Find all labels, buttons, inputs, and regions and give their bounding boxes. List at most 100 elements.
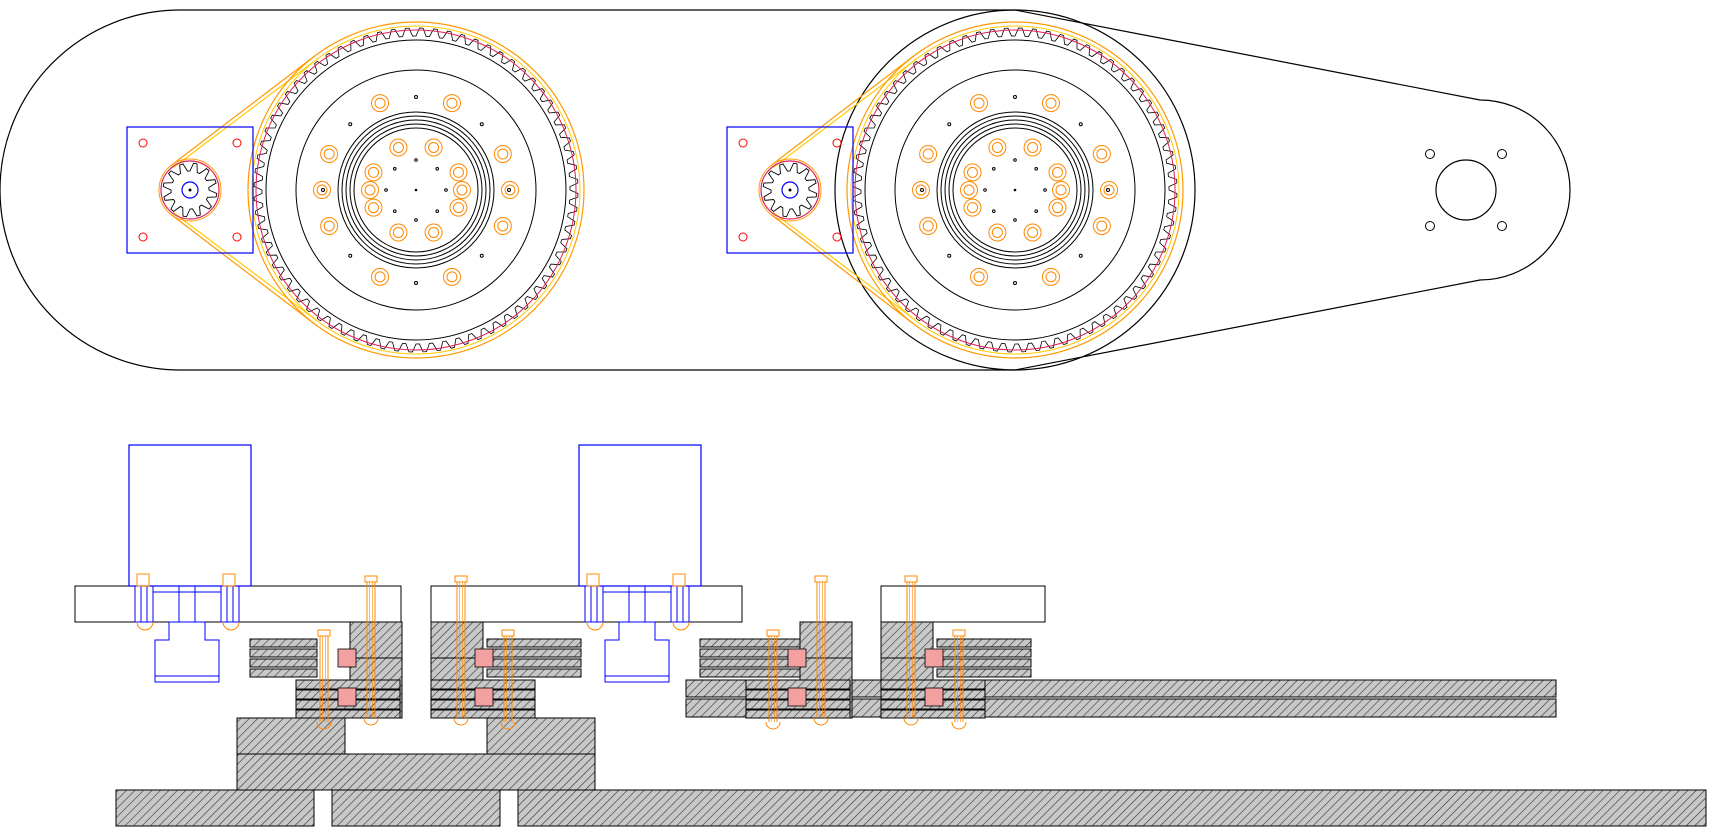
- dowel-hole: [1106, 188, 1110, 192]
- bearing-section: [924, 687, 944, 707]
- bolt-head: [814, 575, 828, 583]
- inner-bolt-hole: [991, 142, 1003, 154]
- pulley-plate: [936, 658, 1032, 668]
- motor-pulley-rim: [760, 160, 820, 220]
- dowel-hole: [414, 95, 418, 99]
- hub-bolt-hole: [497, 220, 509, 232]
- inner-bolt: [988, 223, 1007, 242]
- motor-pulley-side: [154, 621, 220, 683]
- hub-bolt: [442, 94, 461, 113]
- dowel-hole: [947, 122, 952, 127]
- dowel-hole: [479, 122, 484, 127]
- bearing-section: [474, 648, 494, 668]
- output-arm-outline: [1014, 9, 1571, 371]
- inner-bolt-hole: [428, 226, 440, 238]
- hub-bolt-hole: [504, 184, 516, 196]
- bolt-head: [766, 629, 780, 637]
- hub-bolt: [919, 145, 938, 164]
- bolt-nut: [951, 721, 967, 730]
- stage1-top-view: [126, 21, 585, 359]
- inner-bolt-hole: [1051, 166, 1063, 178]
- hub-bolt: [493, 145, 512, 164]
- hub-bolt-hole: [1045, 97, 1057, 109]
- small-hole: [991, 209, 996, 214]
- inner-bolt: [364, 198, 383, 217]
- small-hole: [1034, 209, 1039, 214]
- bearing-section: [787, 687, 807, 707]
- hub-bolt: [371, 94, 390, 113]
- motor-shaft-center: [788, 188, 792, 192]
- belt-span: [772, 211, 917, 322]
- pulley-plate: [249, 638, 318, 648]
- belt-outer: [247, 21, 585, 359]
- motor-shaft: [181, 181, 199, 199]
- motor-belt: [758, 158, 822, 222]
- bolt-head: [501, 629, 515, 637]
- small-hole: [392, 166, 397, 171]
- hub-bolt-hole: [446, 97, 458, 109]
- motor-screw-hole: [138, 138, 148, 148]
- side-stacks: [134, 573, 1032, 730]
- belt-span: [170, 55, 315, 166]
- dowel-hole: [479, 253, 484, 258]
- hub-bolt: [1092, 216, 1111, 235]
- hub-bolt-hole: [374, 271, 386, 283]
- hub-bolt-hole: [973, 271, 985, 283]
- pulley-plate: [936, 648, 1032, 658]
- inner-bolt: [361, 181, 379, 199]
- screw-nut: [672, 621, 690, 631]
- motor-mount-plate: [74, 585, 402, 623]
- inner-bolt: [963, 163, 982, 182]
- bearing-ring: [345, 119, 487, 261]
- screw-nut: [222, 621, 240, 631]
- hub-bolt: [919, 216, 938, 235]
- inner-bolt: [449, 163, 468, 182]
- center-point: [414, 188, 418, 192]
- bolt-nut: [453, 717, 469, 726]
- bearing-ring: [940, 115, 1090, 265]
- dowel-hole: [1013, 281, 1017, 285]
- hub-bolt: [493, 216, 512, 235]
- bearing-ring: [349, 123, 483, 257]
- inner-bolt-hole: [1027, 142, 1039, 154]
- base-plate: [115, 789, 315, 827]
- pulley-plate: [249, 648, 318, 658]
- small-hole: [384, 188, 388, 192]
- hub-bolt-hole: [922, 148, 934, 160]
- belt-outer: [846, 21, 1184, 359]
- pulley-plate: [936, 638, 1032, 648]
- belt-span: [770, 214, 914, 324]
- motor-screw-hole: [832, 138, 842, 148]
- belt-span: [770, 56, 914, 166]
- small-hole: [1013, 218, 1017, 222]
- motor-flange: [126, 126, 254, 254]
- large-pulley-rim: [854, 29, 1176, 351]
- bolt-nut: [316, 721, 332, 730]
- hub-plate: [880, 709, 986, 719]
- bearing-ring: [936, 111, 1094, 269]
- bearing-section: [337, 648, 357, 668]
- inner-bolt: [1048, 198, 1067, 217]
- motor-screw-hole: [738, 138, 748, 148]
- inner-bolt-hole: [428, 142, 440, 154]
- inner-bolt-hole: [967, 166, 979, 178]
- dowel-hole: [414, 281, 418, 285]
- inner-bolt: [963, 198, 982, 217]
- motor-shaft: [781, 181, 799, 199]
- pulley-plate: [249, 658, 318, 668]
- inner-bolt-hole: [456, 184, 468, 196]
- hub-bolt-hole: [1103, 184, 1115, 196]
- hub-bolt: [1100, 181, 1118, 199]
- belt-inner: [251, 25, 581, 355]
- motor-body: [578, 444, 702, 587]
- dowel-hole: [348, 122, 353, 127]
- output-hole: [1425, 149, 1435, 159]
- center-point: [1013, 188, 1017, 192]
- bearing-ring: [337, 111, 495, 269]
- pulley-plate: [936, 668, 1032, 678]
- dowel-hole: [1078, 122, 1083, 127]
- small-hole: [435, 209, 440, 214]
- bearing-ring: [952, 127, 1078, 253]
- base-plate: [331, 789, 501, 827]
- top-view: [0, 9, 1571, 371]
